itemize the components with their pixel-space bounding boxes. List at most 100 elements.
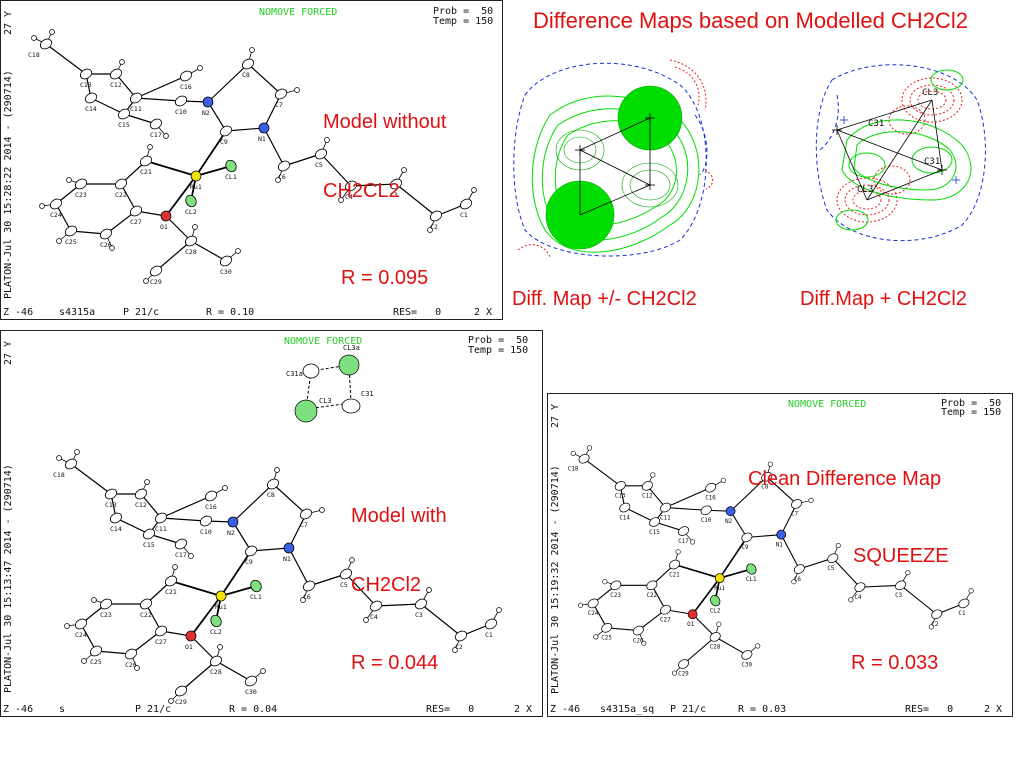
- axis-y-label: 27 Y: [3, 340, 14, 365]
- atom-c8: [266, 478, 280, 490]
- footer-res: RES= 0: [393, 307, 442, 318]
- atom-c26: [99, 228, 113, 240]
- atom-c5: [314, 148, 328, 160]
- atom-label: N1: [776, 542, 784, 548]
- footer-res: RES= 0: [905, 704, 954, 715]
- atom-label: C7: [791, 512, 799, 518]
- atom-c22: [139, 598, 153, 610]
- atom-label: N2: [202, 109, 210, 117]
- atom-c7: [791, 499, 803, 509]
- atom-label: C5: [827, 566, 835, 572]
- atom-c1: [958, 598, 970, 609]
- atom-label: C17: [678, 539, 689, 545]
- atom-label: C30: [245, 688, 257, 696]
- atom-label: C8: [761, 485, 769, 491]
- atom-c15: [142, 528, 156, 540]
- atom-c1: [459, 198, 473, 210]
- atom-cl1: [225, 159, 237, 173]
- atom-label: CL2: [185, 208, 197, 216]
- atom-c8: [761, 471, 773, 482]
- atom-c16: [705, 482, 717, 493]
- atom-label: C18: [28, 51, 40, 59]
- atom-c24: [587, 598, 599, 609]
- atom-c25: [601, 623, 613, 633]
- nomove-flag: NOMOVE FORCED: [788, 399, 867, 410]
- atom-c12: [134, 488, 148, 500]
- atom-label: C3: [415, 611, 423, 619]
- atom-c29: [678, 659, 690, 669]
- atom-o1: [160, 210, 172, 222]
- caption-line1: Model with: [351, 505, 447, 527]
- atom-c9: [741, 532, 753, 543]
- atom-ru1: [215, 590, 227, 602]
- atom-ru1: [714, 573, 725, 583]
- atom-label: C10: [701, 518, 712, 524]
- atom-label: C9: [220, 138, 228, 146]
- atom-c13: [614, 481, 626, 491]
- footer-name: s4315a: [59, 307, 96, 318]
- atom-label: C29: [678, 672, 689, 678]
- atom-n1: [258, 122, 270, 134]
- atom-c24: [49, 198, 63, 210]
- atom-c6: [277, 160, 291, 172]
- atom-c13: [104, 488, 118, 500]
- atom-c21: [139, 155, 153, 167]
- atom-label: C23: [75, 191, 87, 199]
- atom-o1: [687, 609, 698, 620]
- atom-c27: [659, 604, 671, 615]
- atom-c18: [39, 38, 53, 50]
- footer-x: 2 X: [474, 307, 493, 318]
- atom-c28: [709, 632, 721, 642]
- panel-squeeze: NOMOVE FORCED Prob = 50 Temp = 150 27 Y …: [547, 393, 1013, 717]
- atom-n2: [725, 506, 736, 517]
- atom-label: O1: [687, 622, 695, 628]
- difference-map-2: C31 CL3 C31 CL3: [815, 64, 986, 242]
- atom-c9: [219, 125, 233, 137]
- atom-label: C23: [100, 611, 112, 619]
- caption-line1: Model without: [323, 111, 447, 133]
- atom-label: C28: [210, 668, 222, 676]
- caption-model-without: Model without CH2CL2: [323, 65, 446, 249]
- atom-label: N2: [725, 519, 733, 525]
- atom-c1: [484, 618, 498, 630]
- prob-label: Prob = 50: [468, 335, 529, 346]
- footer-space-group: P 21/c: [123, 307, 160, 318]
- footer-r: R = 0.04: [229, 704, 278, 715]
- atom-label: CL1: [746, 577, 757, 583]
- atom-c2: [454, 630, 468, 642]
- nomove-flag: NOMOVE FORCED: [259, 7, 338, 18]
- atom-label: C9: [741, 545, 749, 551]
- atom-n2: [227, 516, 239, 528]
- atom-label: C2: [455, 643, 463, 651]
- atom-c10: [700, 505, 712, 516]
- atom-c16: [179, 70, 193, 82]
- atom-label: C6: [794, 577, 802, 583]
- atom-n2: [202, 96, 214, 108]
- atom-c17: [149, 118, 163, 130]
- atom-label: C24: [75, 631, 87, 639]
- caption-squeeze: Clean Difference Map SQUEEZE: [748, 422, 949, 614]
- panel-model-with: NOMOVE FORCED Prob = 50 Temp = 150 27 Y …: [0, 330, 543, 717]
- atom-cl1: [250, 579, 262, 593]
- atom-label: C12: [135, 501, 147, 509]
- atom-label: C22: [646, 593, 657, 599]
- atom-c28: [184, 235, 198, 247]
- atom-n1: [283, 542, 295, 554]
- footer-r: R = 0.10: [206, 307, 255, 318]
- atom-c12: [109, 68, 123, 80]
- atom-label: C13: [105, 501, 117, 509]
- atom-c5: [827, 553, 839, 564]
- footer-space-group: P 21/c: [135, 704, 172, 715]
- map2-label-cl3b: CL3: [857, 185, 873, 195]
- footer-space-group: P 21/c: [670, 704, 707, 715]
- atom-label: C4: [854, 595, 862, 601]
- page-title: Difference Maps based on Modelled CH2Cl2: [533, 8, 968, 33]
- atom-label: C2: [931, 622, 939, 628]
- axis-y-label: 27 Y: [550, 403, 561, 428]
- atom-label: C21: [140, 168, 152, 176]
- atom-cl2: [710, 595, 721, 607]
- atom-label: C22: [115, 191, 127, 199]
- atom-label: C24: [588, 611, 599, 617]
- atom-ru1: [190, 170, 202, 182]
- caption-line1: Clean Difference Map: [748, 468, 942, 490]
